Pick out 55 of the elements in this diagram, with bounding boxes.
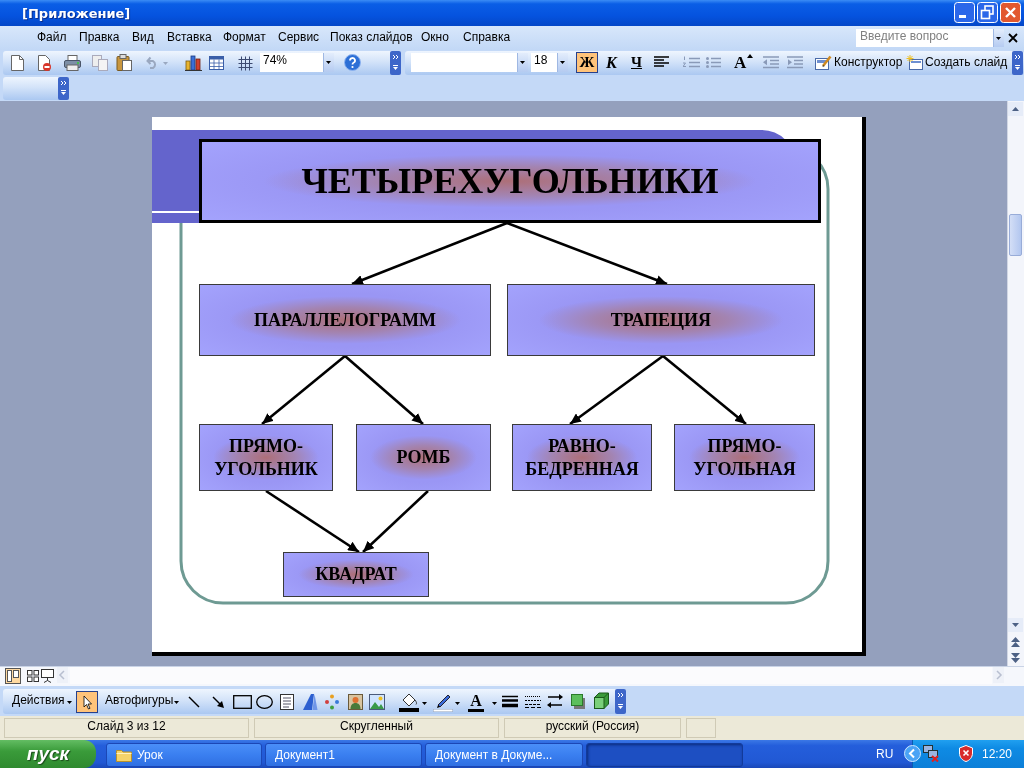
- menu-item: Файл: [37, 30, 67, 46]
- clock: 12:20: [982, 747, 1013, 763]
- italic-label: К: [606, 54, 617, 71]
- node-label: ПРЯМО- УГОЛЬНАЯ: [692, 434, 797, 481]
- category-box: [512, 424, 652, 491]
- node-label: РОМБ: [395, 446, 452, 469]
- window-title: [Приложение]: [22, 5, 131, 22]
- node-label: ТРАПЕЦИЯ: [609, 308, 713, 332]
- category-box: [507, 284, 815, 356]
- status-panel: Слайд 3 из 12: [4, 718, 249, 738]
- heading-box: [199, 139, 821, 223]
- arrow: [351, 221, 508, 286]
- taskbar-button: Документ в Докуме...: [425, 743, 583, 767]
- arrow: [569, 354, 664, 426]
- node-label: ПАРАЛЛЕЛОГРАММ: [253, 308, 437, 332]
- bold-button: Ж: [576, 52, 598, 73]
- category-box: [674, 424, 815, 491]
- menu-item: Вид: [132, 30, 154, 46]
- question-field: Введите вопрос: [856, 29, 993, 47]
- arrow: [265, 489, 360, 554]
- grow-font-label: A: [734, 54, 747, 72]
- design-label: Конструктор: [834, 54, 903, 71]
- category-box: [199, 284, 491, 356]
- taskbar-button: Урок: [106, 743, 262, 767]
- language-indicator: RU: [876, 747, 894, 763]
- status-panel: русский (Россия): [504, 718, 681, 738]
- menu-item: Сервис: [278, 30, 320, 46]
- font-size-field: 18: [531, 53, 557, 72]
- category-box: [356, 424, 491, 491]
- arrow: [344, 355, 424, 425]
- autoshapes-label: Автофигуры: [105, 693, 174, 709]
- menu-item: Окно: [421, 30, 449, 46]
- taskbar-button: Документ1: [265, 743, 422, 767]
- menu-item: Правка: [79, 30, 120, 46]
- arrow: [506, 221, 668, 286]
- node-label: ПРЯМО- УГОЛЬНИК: [213, 434, 319, 481]
- arrow: [662, 355, 747, 425]
- menu-item: Справка: [463, 30, 511, 46]
- menu-item: Формат: [223, 30, 266, 46]
- actions-label: Действия: [12, 693, 65, 709]
- node-label: ЧЕТЫРЕХУГОЛЬНИКИ: [300, 160, 720, 203]
- font-color-button: A: [468, 692, 484, 712]
- status-panel: Скругленный: [254, 718, 499, 738]
- new-slide-label: Создать слайд: [925, 54, 1008, 71]
- zoom-field: 74%: [260, 53, 323, 72]
- underline-label: Ч: [631, 54, 642, 71]
- node-label: КВАДРАТ: [314, 563, 398, 586]
- menu-item: Вставка: [167, 30, 212, 46]
- arrow: [261, 355, 346, 425]
- arrow: [362, 490, 429, 553]
- category-box: [283, 552, 429, 597]
- node-label: РАВНО- БЕДРЕННАЯ: [524, 434, 640, 481]
- menu-item: Показ слайдов: [330, 30, 413, 46]
- category-box: [199, 424, 333, 491]
- start-button: пуск: [0, 740, 96, 768]
